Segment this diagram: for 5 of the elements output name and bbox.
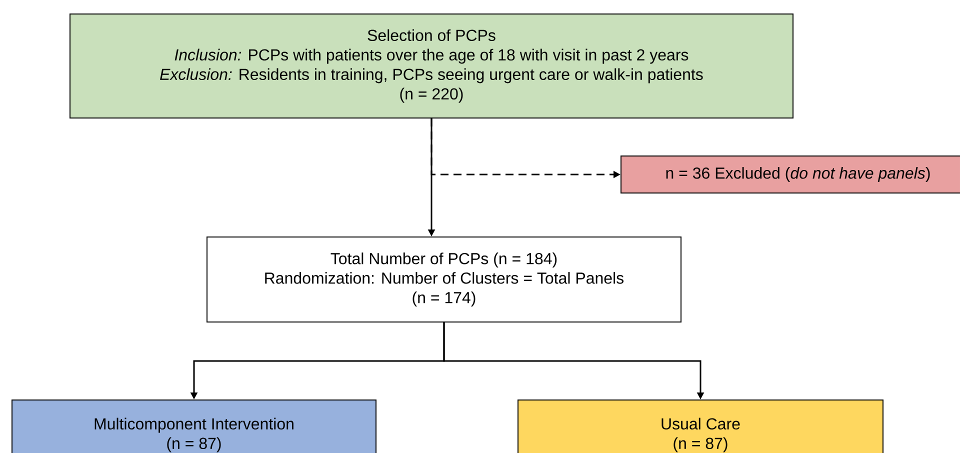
group-box: Multicomponent Intervention (n = 87) bbox=[12, 400, 376, 453]
process-box: Selection of PCPs Inclusion: PCPs with patients over the age of 18 with visit in past 2 years Exclusion: Residents in training, PCPs seeing urgent care or walk-in patients (n = 220) bbox=[70, 14, 794, 118]
exclusion-box: n = 36 Excluded (do not have panels) bbox=[620, 156, 960, 194]
process-box: Total Number of PCPs (n = 184) Randomization: Number of Clusters = Total Panels (n = 174) bbox=[206, 236, 682, 322]
group-box: Usual Care (n = 87) bbox=[518, 400, 884, 453]
